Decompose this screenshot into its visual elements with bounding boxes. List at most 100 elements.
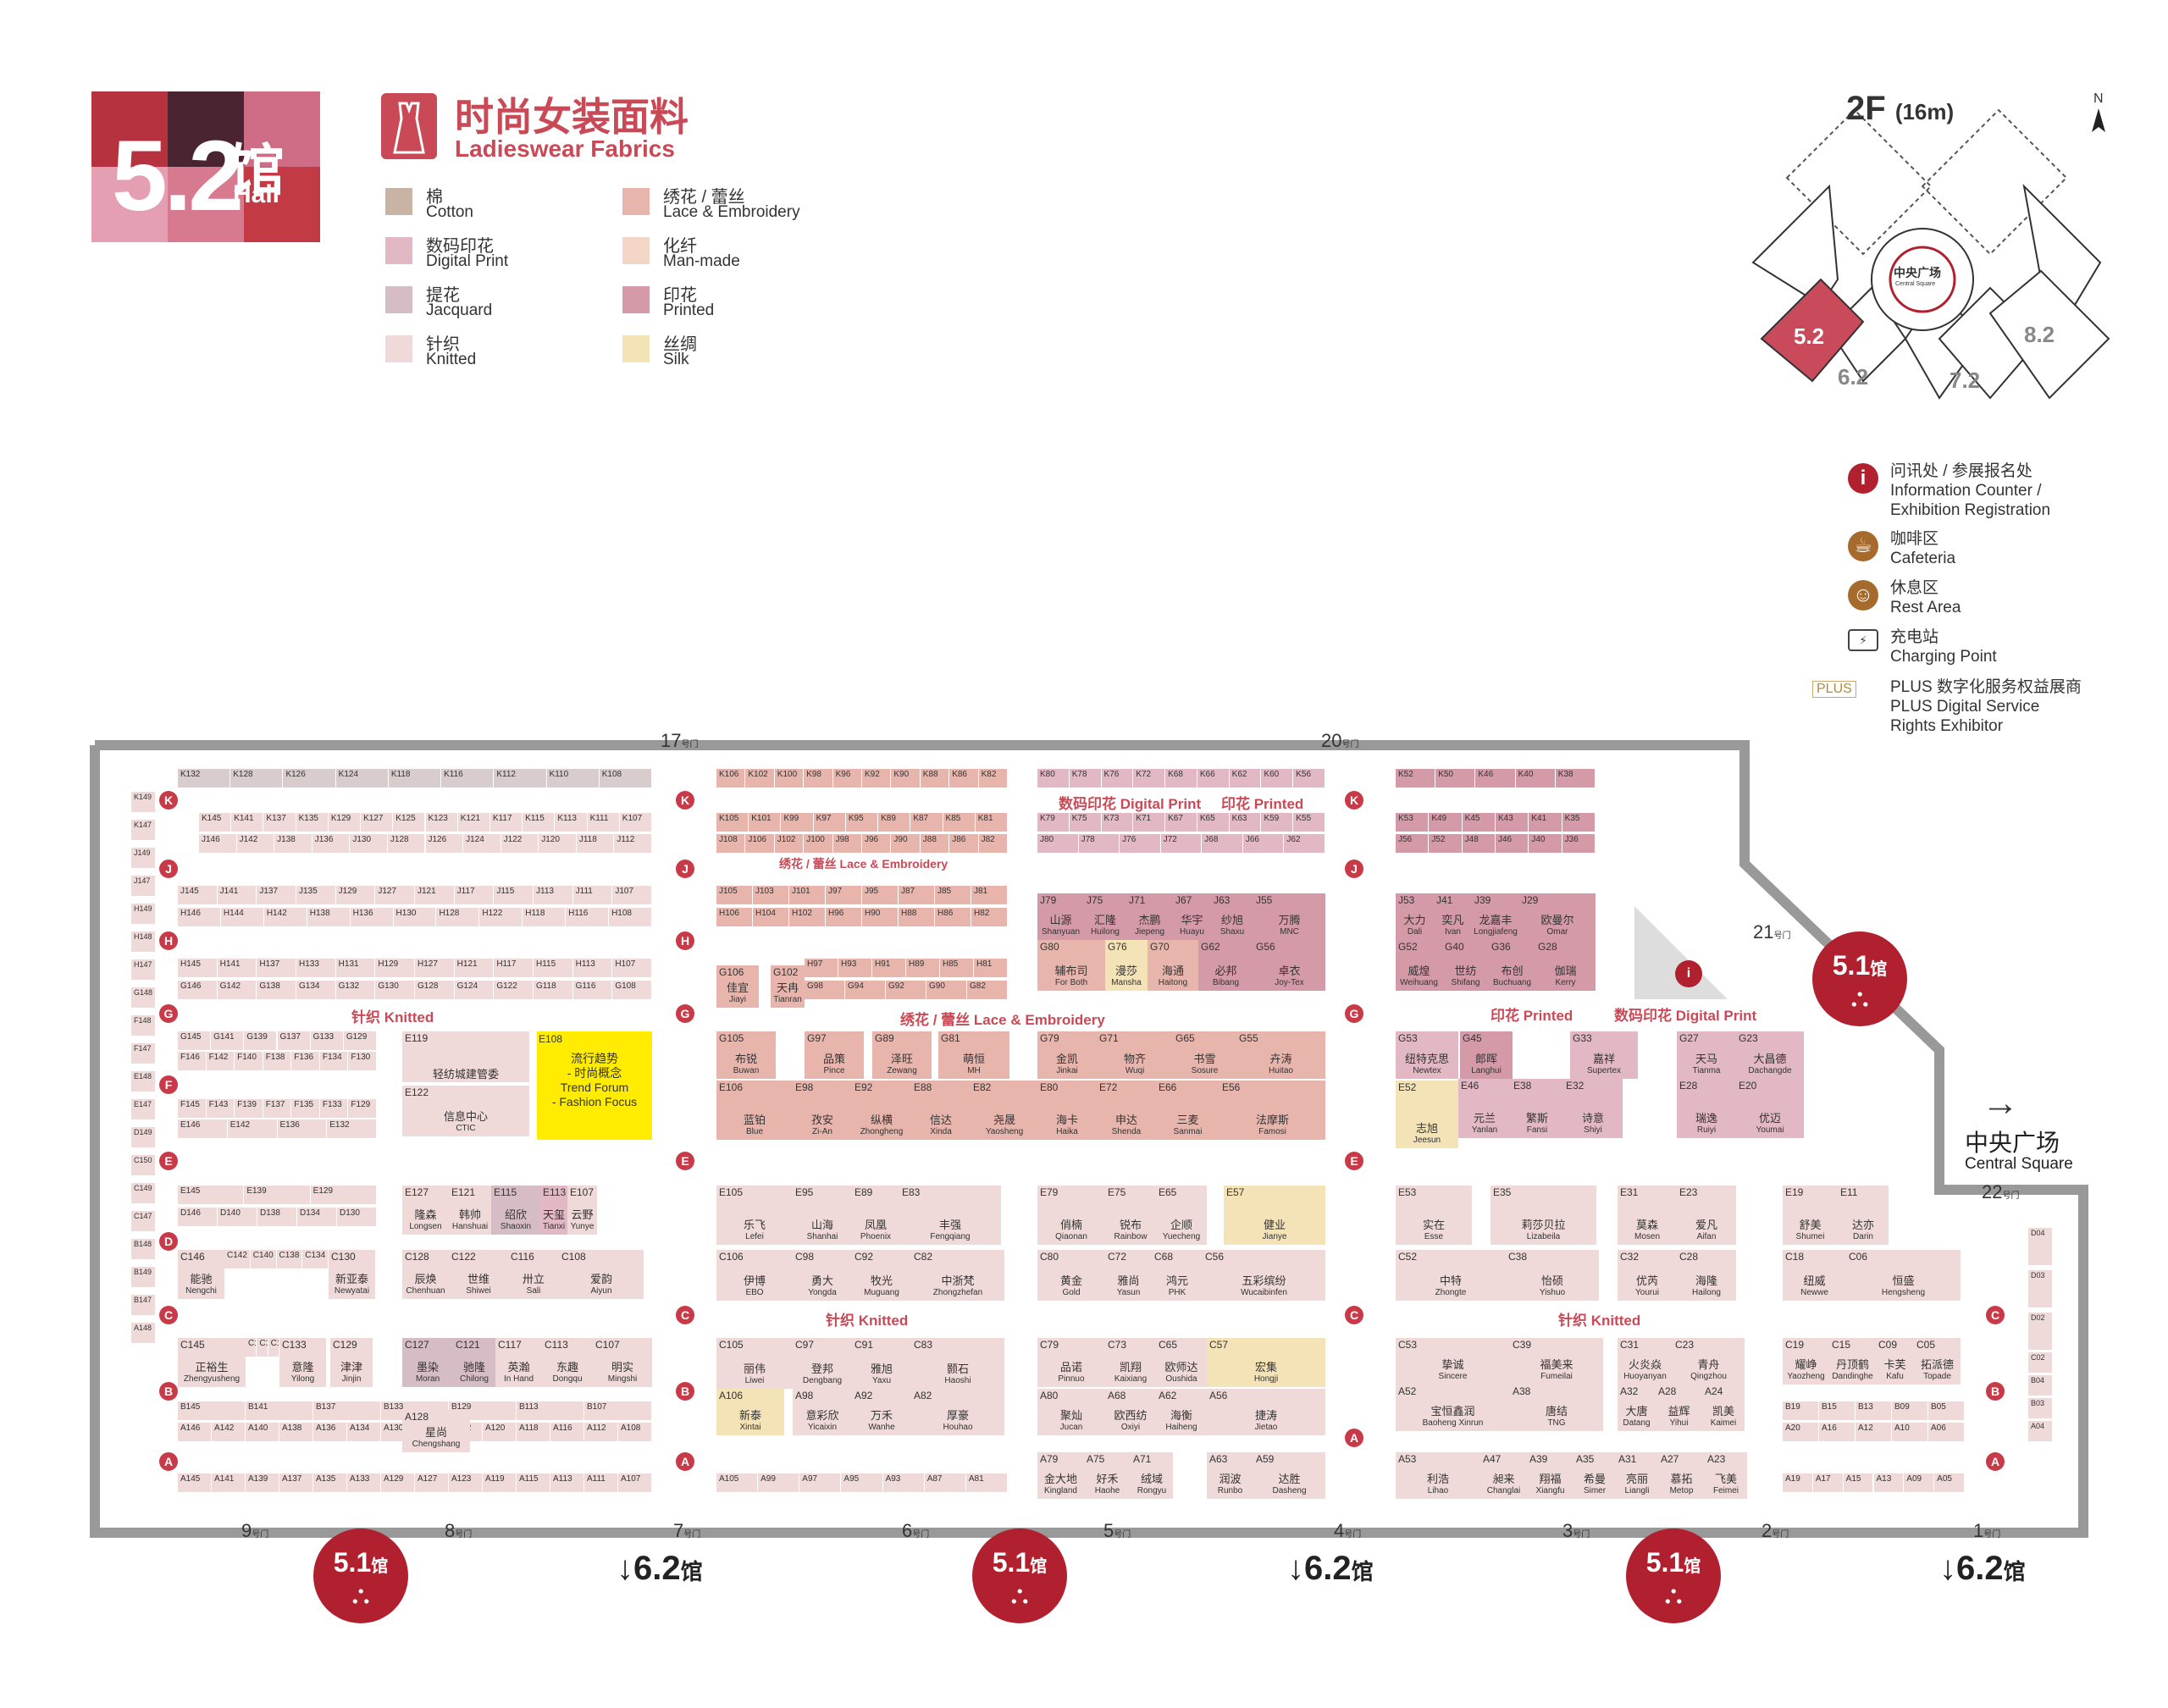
- booth[interactable]: H129: [375, 959, 414, 977]
- booth[interactable]: A146: [178, 1423, 211, 1441]
- booth[interactable]: K81: [975, 813, 1007, 832]
- booth[interactable]: B141: [246, 1401, 312, 1420]
- booth[interactable]: F129: [348, 1099, 376, 1118]
- booth[interactable]: K132: [178, 769, 230, 788]
- booth[interactable]: H85: [940, 959, 973, 977]
- booth[interactable]: B19: [1783, 1401, 1818, 1420]
- booth[interactable]: A108: [618, 1423, 651, 1441]
- booth[interactable]: J113: [534, 886, 572, 904]
- booth[interactable]: J82: [978, 834, 1007, 853]
- booth[interactable]: B107: [584, 1401, 651, 1420]
- booth[interactable]: H91: [872, 959, 905, 977]
- booth[interactable]: K117: [489, 813, 523, 832]
- booth[interactable]: J107: [612, 886, 651, 904]
- booth[interactable]: A127: [415, 1473, 448, 1492]
- booth[interactable]: F138: [263, 1052, 291, 1070]
- booth[interactable]: E129: [310, 1186, 376, 1204]
- booth[interactable]: J95: [862, 886, 898, 904]
- booth[interactable]: J129: [335, 886, 375, 904]
- booth[interactable]: A140: [246, 1423, 279, 1441]
- booth[interactable]: H89: [906, 959, 939, 977]
- booth[interactable]: K71: [1133, 813, 1165, 832]
- booth[interactable]: J112: [614, 834, 651, 853]
- booth[interactable]: A112: [584, 1423, 617, 1441]
- booth[interactable]: H106: [716, 908, 752, 926]
- booth[interactable]: K78: [1069, 769, 1101, 788]
- booth[interactable]: G128: [415, 981, 454, 999]
- booth[interactable]: E136: [277, 1119, 327, 1138]
- gate-5[interactable]: 5号门: [1103, 1520, 1131, 1542]
- booth[interactable]: G142: [217, 981, 257, 999]
- booth[interactable]: E146: [178, 1119, 227, 1138]
- booth[interactable]: K63: [1229, 813, 1261, 832]
- booth[interactable]: J62: [1284, 834, 1325, 853]
- booth[interactable]: K35: [1562, 813, 1595, 832]
- booth[interactable]: B149: [131, 1267, 155, 1287]
- booth[interactable]: H121: [454, 959, 494, 977]
- booth[interactable]: C150: [131, 1155, 155, 1175]
- booth[interactable]: H115: [534, 959, 572, 977]
- booth[interactable]: K67: [1165, 813, 1197, 832]
- booth[interactable]: D134: [297, 1208, 336, 1226]
- booth[interactable]: C149: [131, 1183, 155, 1203]
- booth[interactable]: G133: [310, 1031, 343, 1050]
- booth[interactable]: J40: [1529, 834, 1562, 853]
- booth[interactable]: J46: [1496, 834, 1529, 853]
- booth[interactable]: K105: [716, 813, 749, 832]
- booth[interactable]: B04: [2028, 1375, 2052, 1396]
- booth[interactable]: A81: [965, 1473, 1007, 1492]
- booth[interactable]: A06: [1928, 1423, 1964, 1441]
- booth[interactable]: K50: [1435, 769, 1475, 788]
- booth[interactable]: J101: [789, 886, 825, 904]
- booth[interactable]: J68: [1202, 834, 1242, 853]
- booth[interactable]: C141: [246, 1338, 257, 1357]
- booth[interactable]: J146: [199, 834, 236, 853]
- booth[interactable]: H97: [805, 959, 838, 977]
- booth[interactable]: J141: [217, 886, 257, 904]
- gate-6[interactable]: 6号门: [902, 1520, 929, 1542]
- booth[interactable]: D140: [218, 1208, 257, 1226]
- booth[interactable]: D138: [257, 1208, 296, 1226]
- booth[interactable]: F135: [291, 1099, 319, 1118]
- booth[interactable]: A135: [313, 1473, 346, 1492]
- booth[interactable]: J111: [572, 886, 612, 904]
- booth[interactable]: J117: [454, 886, 494, 904]
- booth[interactable]: J87: [899, 886, 934, 904]
- booth[interactable]: K118: [388, 769, 441, 788]
- booth[interactable]: F130: [348, 1052, 376, 1070]
- booth[interactable]: G124: [454, 981, 494, 999]
- booth[interactable]: K85: [943, 813, 975, 832]
- booth[interactable]: K106: [716, 769, 745, 788]
- booth[interactable]: H148: [131, 931, 155, 952]
- booth[interactable]: K135: [296, 813, 328, 832]
- booth[interactable]: A118: [517, 1423, 550, 1441]
- booth[interactable]: J98: [832, 834, 861, 853]
- booth[interactable]: J106: [745, 834, 774, 853]
- booth[interactable]: K107: [619, 813, 651, 832]
- booth[interactable]: K88: [920, 769, 949, 788]
- booth[interactable]: A119: [483, 1473, 516, 1492]
- booth[interactable]: J108: [716, 834, 745, 853]
